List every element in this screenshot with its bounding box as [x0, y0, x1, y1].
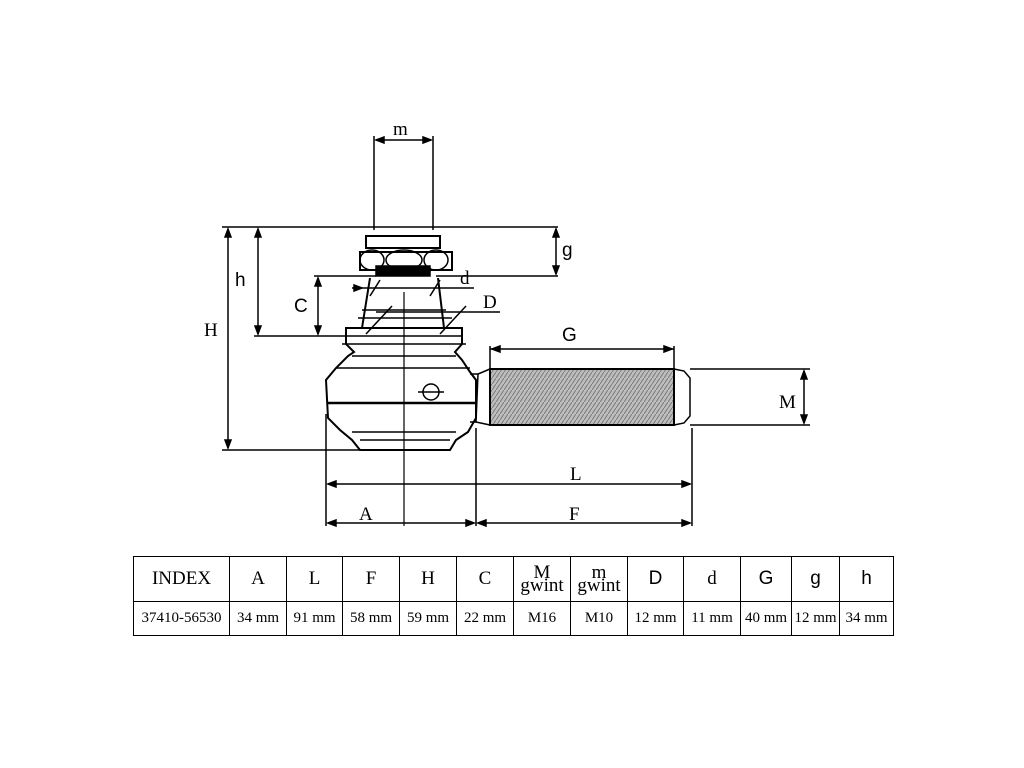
dim-d — [352, 279, 474, 297]
header-H: H — [399, 556, 457, 602]
dim-G — [489, 344, 675, 368]
label-G: G — [562, 325, 577, 346]
dim-M — [690, 368, 810, 426]
dim-h — [253, 226, 346, 337]
label-L: L — [570, 464, 582, 485]
label-d: d — [460, 268, 470, 289]
header-L: L — [286, 556, 343, 602]
label-C: C — [294, 296, 308, 317]
header-M-main: M — [533, 562, 551, 583]
header-h: h — [839, 556, 894, 602]
header-m-main: m — [591, 562, 607, 583]
header-A: A — [229, 556, 287, 602]
socket-housing — [324, 327, 477, 451]
header-M-gwint: M gwint — [513, 556, 571, 602]
label-D: D — [483, 292, 497, 313]
value-L: 91 mm — [286, 601, 343, 636]
value-F: 58 mm — [342, 601, 400, 636]
tie-rod-end-drawing: m g h H C d D G M L A F — [204, 119, 810, 528]
value-g: 12 mm — [791, 601, 840, 636]
header-D: D — [627, 556, 684, 602]
dim-D — [365, 305, 500, 335]
dim-C — [313, 275, 376, 337]
header-d: d — [683, 556, 741, 602]
spec-header-row: INDEX A L F H C M gwint m gwint D d G g … — [133, 556, 894, 602]
dim-H — [222, 226, 360, 451]
value-M: M16 — [513, 601, 571, 636]
label-A: A — [359, 504, 373, 525]
label-h: h — [235, 270, 246, 291]
value-C: 22 mm — [456, 601, 514, 636]
value-A: 34 mm — [229, 601, 287, 636]
header-m-gwint: m gwint — [570, 556, 628, 602]
header-M-sub: gwint — [520, 575, 564, 596]
label-M: M — [779, 392, 796, 413]
dust-boot — [358, 277, 452, 329]
value-H: 59 mm — [399, 601, 457, 636]
header-F: F — [342, 556, 400, 602]
label-H: H — [204, 320, 218, 341]
castle-nut — [359, 235, 453, 277]
dim-g — [436, 226, 561, 277]
header-C: C — [456, 556, 514, 602]
value-h: 34 mm — [839, 601, 894, 636]
value-D: 12 mm — [627, 601, 684, 636]
dim-F — [475, 518, 693, 528]
value-m: M10 — [570, 601, 628, 636]
value-d: 11 mm — [683, 601, 741, 636]
header-m-sub: gwint — [577, 575, 621, 596]
header-index: INDEX — [133, 556, 230, 602]
dim-m — [373, 135, 434, 230]
spec-table: INDEX A L F H C M gwint m gwint D d G g … — [133, 556, 894, 636]
value-index: 37410-56530 — [133, 601, 230, 636]
header-g: g — [791, 556, 840, 602]
threaded-shank — [470, 368, 691, 426]
spec-value-row: 37410-56530 34 mm 91 mm 58 mm 59 mm 22 m… — [133, 601, 894, 636]
value-G: 40 mm — [740, 601, 792, 636]
label-m: m — [393, 119, 408, 140]
dim-A — [325, 518, 477, 528]
label-F: F — [569, 504, 580, 525]
header-G: G — [740, 556, 792, 602]
dim-L — [325, 479, 693, 489]
label-g: g — [562, 240, 573, 261]
